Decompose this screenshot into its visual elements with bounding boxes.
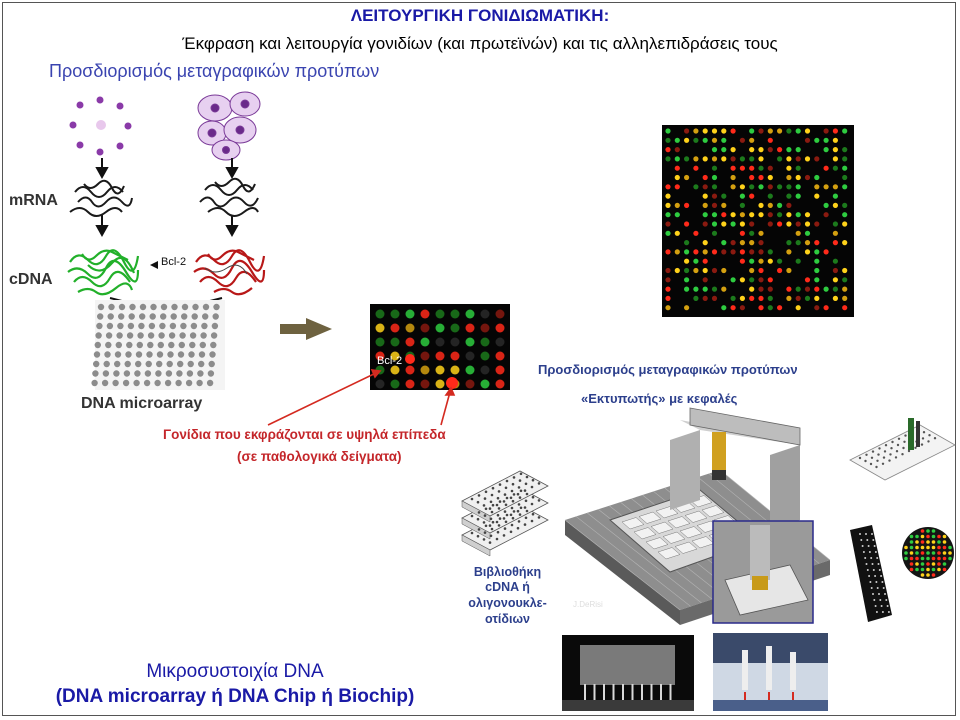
tumor-cells-icon [198, 92, 260, 160]
scan-bcl2-label: Bcl-2 [377, 355, 402, 367]
printer-heading: Προσδιορισμός μεταγραφικών προτύπων [538, 362, 798, 377]
down-arrow-icon [97, 158, 237, 235]
footer-line1: Μικροσυστοιχία DNA [0, 661, 470, 683]
glass-slide-icon [850, 418, 955, 480]
microarray-slide [91, 300, 225, 390]
microarray-scan-image [662, 125, 854, 317]
printer-subheading: «Εκτυπωτής» με κεφαλές [581, 391, 737, 406]
cdna-red-icon [194, 250, 264, 294]
mrna-label: mRNA [9, 192, 58, 210]
cdna-label: cDNA [9, 271, 53, 289]
library-line1: Βιβλιοθήκη [455, 565, 560, 579]
biochip-icon [850, 525, 892, 622]
normal-cell-icon [70, 97, 132, 156]
robot-printer-illustration [565, 408, 830, 625]
highlight-text-line2: (σε παθολογικά δείγματα) [237, 449, 402, 464]
library-line3: ολιγονουκλε- [455, 596, 560, 610]
print-head-photo [562, 635, 694, 711]
footer-line2: (DNA microarray ή DNA Chip ή Biochip) [0, 686, 470, 708]
cdna-green-icon [68, 250, 138, 294]
library-line4: οτίδιων [455, 612, 560, 626]
right-arrow-icon [280, 318, 332, 340]
spotting-pins-photo [713, 633, 828, 711]
mrna-strands-icon [70, 179, 258, 216]
scanned-array-image [370, 304, 510, 390]
circular-array-icon [902, 527, 954, 579]
image-credit: J.DeRisi [573, 600, 603, 609]
cdna-library-plates [462, 471, 548, 556]
microarray-label: DNA microarray [81, 395, 202, 413]
pointer-arrow-icon [150, 261, 158, 269]
library-line2: cDNA ή [455, 580, 560, 594]
bcl2-label: Bcl-2 [161, 256, 186, 268]
highlight-text-line1: Γονίδια που εκφράζονται σε υψηλά επίπεδα [163, 427, 446, 442]
